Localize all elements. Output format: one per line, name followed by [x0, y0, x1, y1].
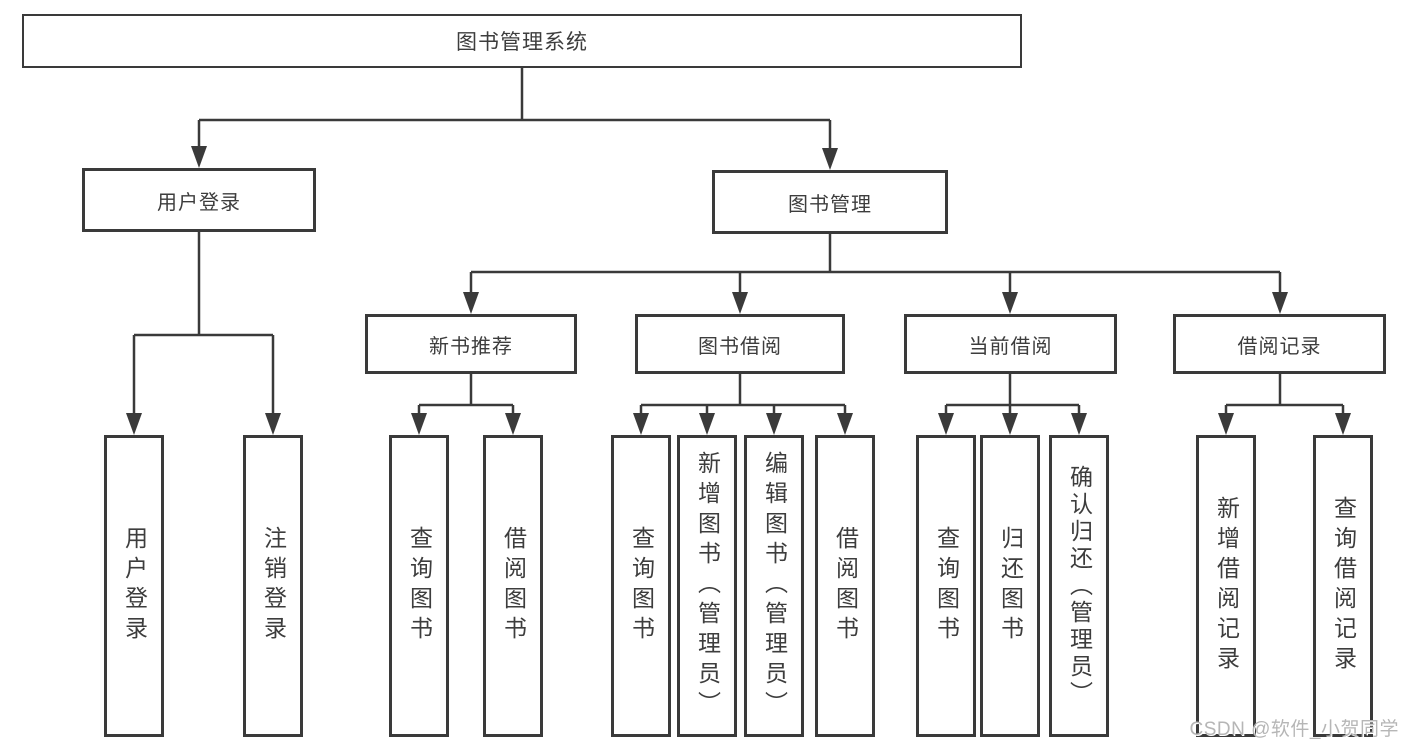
node-current-borrowing: 当前借阅 [904, 314, 1117, 374]
leaf-return-books-label: 归还图书 [997, 526, 1024, 646]
leaf-edit-books-admin-label: 编辑图书（管理员） [761, 451, 788, 721]
leaf-logout-label: 注销登录 [260, 526, 287, 646]
node-root: 图书管理系统 [22, 14, 1022, 68]
leaf-add-books-admin-label: 新增图书（管理员） [694, 451, 721, 721]
leaf-confirm-return-admin: 确认归还（管理员） [1049, 435, 1109, 737]
node-current-borrowing-label: 当前借阅 [968, 335, 1053, 358]
leaf-confirm-return-admin-label: 确认归还（管理员） [1066, 464, 1093, 708]
leaf-add-borrow-record-label: 新增借阅记录 [1213, 496, 1240, 676]
node-new-book-recommend: 新书推荐 [365, 314, 577, 374]
leaf-logout: 注销登录 [243, 435, 303, 737]
node-book-management: 图书管理 [712, 170, 948, 234]
leaf-query-books-recommend: 查询图书 [389, 435, 449, 737]
leaf-borrow-books-recommend-label: 借阅图书 [500, 526, 527, 646]
leaf-user-login-label: 用户登录 [121, 526, 148, 646]
node-borrowing-records-label: 借阅记录 [1237, 335, 1322, 358]
watermark: CSDN @软件_小贺同学 [1189, 719, 1399, 740]
leaf-query-books-current: 查询图书 [916, 435, 976, 737]
leaf-user-login: 用户登录 [104, 435, 164, 737]
leaf-edit-books-admin: 编辑图书（管理员） [744, 435, 804, 737]
leaf-query-borrow-record: 查询借阅记录 [1313, 435, 1373, 737]
node-borrowing-records: 借阅记录 [1173, 314, 1386, 374]
leaf-query-books-recommend-label: 查询图书 [406, 526, 433, 646]
leaf-return-books: 归还图书 [980, 435, 1040, 737]
node-book-borrowing: 图书借阅 [635, 314, 845, 374]
node-root-label: 图书管理系统 [456, 31, 588, 54]
leaf-query-books-borrowing-label: 查询图书 [628, 526, 655, 646]
node-book-management-label: 图书管理 [788, 193, 872, 216]
node-user-login-label: 用户登录 [157, 191, 241, 214]
leaf-query-books-current-label: 查询图书 [933, 526, 960, 646]
node-book-borrowing-label: 图书借阅 [698, 335, 782, 358]
leaf-borrow-books-borrowing: 借阅图书 [815, 435, 875, 737]
leaf-borrow-books-borrowing-label: 借阅图书 [832, 526, 859, 646]
leaf-borrow-books-recommend: 借阅图书 [483, 435, 543, 737]
leaf-add-borrow-record: 新增借阅记录 [1196, 435, 1256, 737]
node-user-login: 用户登录 [82, 168, 316, 232]
leaf-query-borrow-record-label: 查询借阅记录 [1330, 496, 1357, 676]
node-new-book-recommend-label: 新书推荐 [429, 335, 513, 358]
leaf-query-books-borrowing: 查询图书 [611, 435, 671, 737]
leaf-add-books-admin: 新增图书（管理员） [677, 435, 737, 737]
